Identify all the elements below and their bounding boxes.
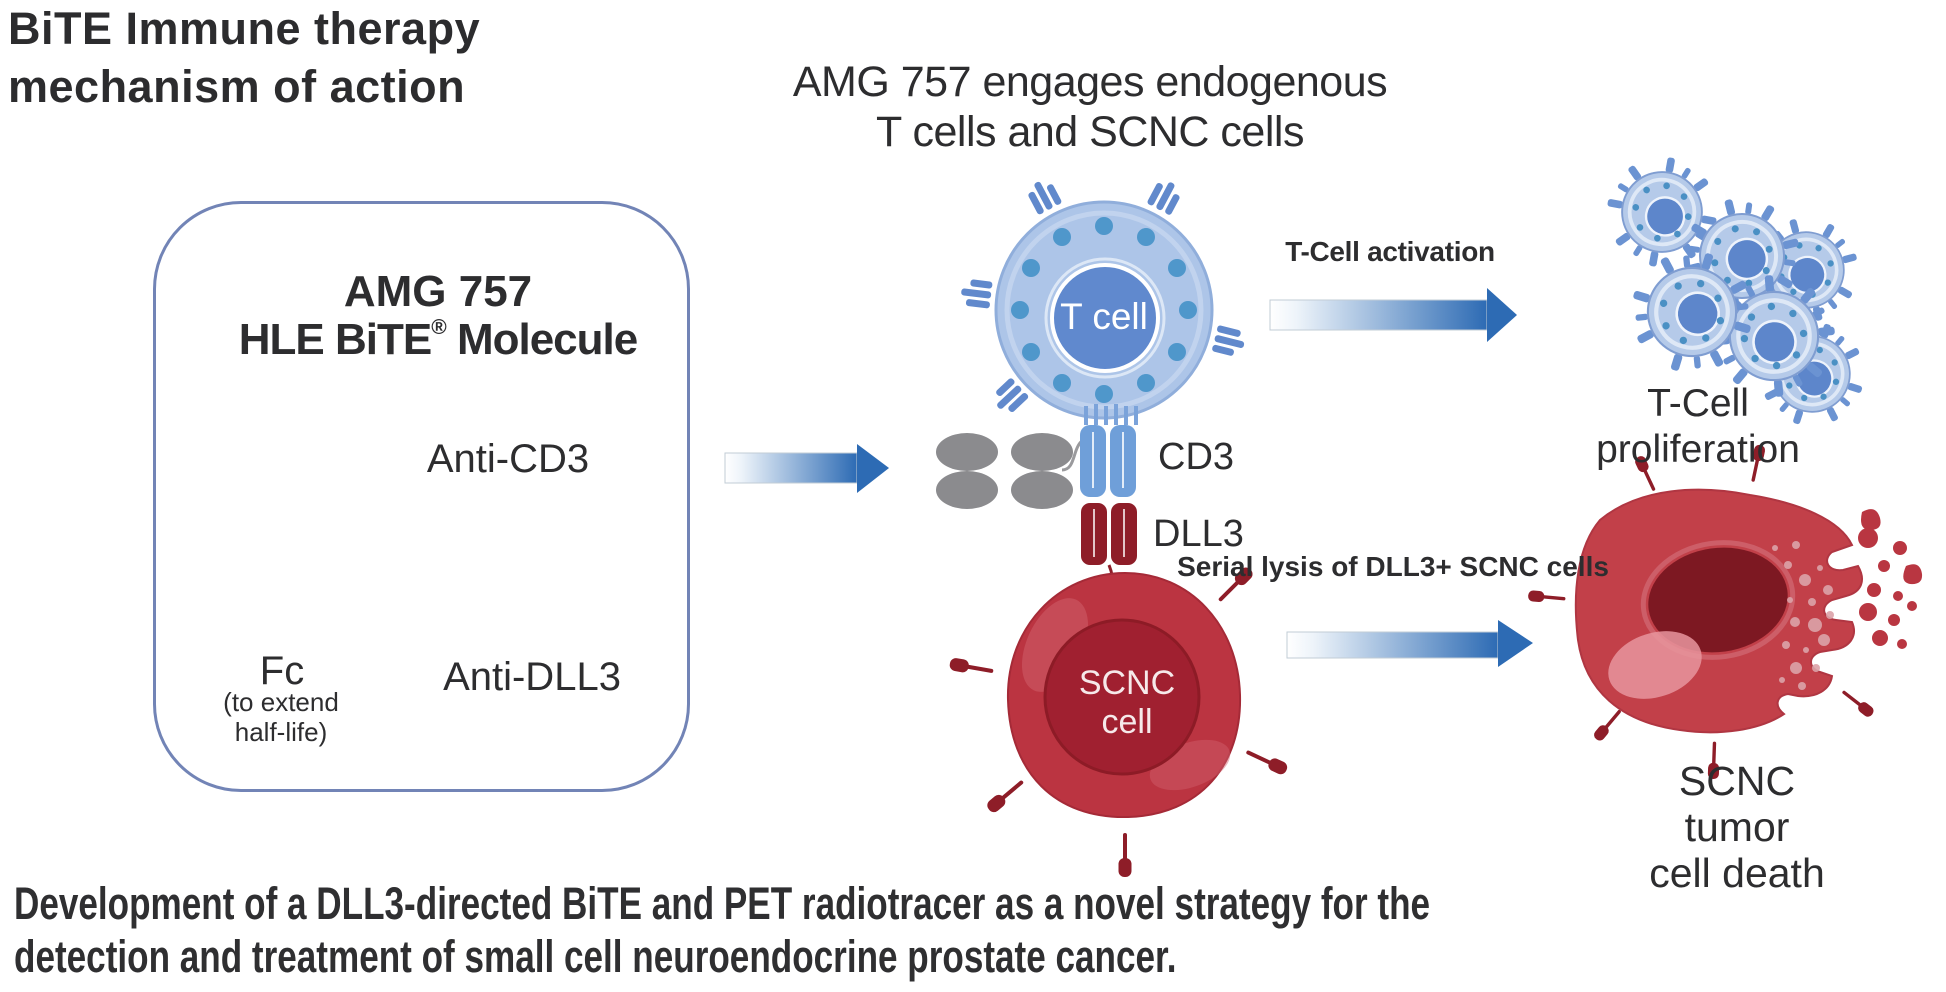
t-cell-label: T cell: [1060, 296, 1148, 337]
scnc-cell-label: SCNC cell: [1078, 664, 1176, 741]
dll3-domain-graphic: [1081, 503, 1137, 565]
molecule-name: AMG 757: [343, 267, 533, 316]
engagement-heading: AMG 757 engages endogenous T cells and S…: [792, 58, 1388, 156]
cell-fragments: [1858, 509, 1923, 649]
arrow-head: [857, 444, 889, 493]
dll3-label: DLL3: [1153, 513, 1244, 555]
brand-rest: Molecule: [445, 315, 638, 364]
fc-label: Fc: [259, 649, 305, 693]
caption-line-1: Development of a DLL3-directed BiTE and …: [14, 878, 1431, 929]
arrow-head: [1498, 620, 1533, 667]
bridge-molecule-graphic: [936, 404, 1138, 590]
scnc-tumor-death-graphic: [1527, 443, 1923, 780]
arrow-t-cell-activation: [1269, 288, 1517, 342]
fc-note-label: (to extend half-life): [223, 687, 339, 747]
scnc-cell-graphic: [948, 564, 1290, 877]
arrow-head: [1487, 288, 1517, 342]
figure-title: BiTE Immune therapy mechanism of action: [8, 3, 481, 112]
anti-dll3-label: Anti-DLL3: [443, 655, 621, 699]
t-cell-proliferation-label: T-Cell proliferation: [1596, 382, 1800, 471]
registered-mark: ®: [431, 316, 447, 340]
cd3-domain-graphic: [1080, 425, 1136, 497]
t-cell-vesicles: [1011, 217, 1197, 403]
molecule-brand-line: HLE BiTE® Molecule: [238, 315, 638, 365]
cd3-label: CD3: [1158, 436, 1235, 478]
molecule-box: [153, 201, 690, 792]
bridge-fc-ovals: [936, 433, 1073, 509]
cd3-membrane-stripes: [1084, 404, 1138, 425]
caption-line-2: detection and treatment of small cell ne…: [14, 931, 1177, 982]
t-cell-graphic: [959, 176, 1248, 420]
scnc-tumor-death-label: SCNC tumor cell death: [1649, 758, 1825, 896]
serial-lysis-label: Serial lysis of DLL3+ SCNC cells: [1177, 551, 1609, 582]
lysis-vacuoles: [1772, 541, 1834, 690]
anti-cd3-label: Anti-CD3: [426, 437, 590, 481]
brand-text: HLE BiTE: [238, 315, 432, 364]
arrow-box-to-complex: [724, 444, 889, 493]
arrow-serial-lysis: [1286, 620, 1533, 667]
t-cell-activation-label: T-Cell activation: [1285, 236, 1495, 267]
